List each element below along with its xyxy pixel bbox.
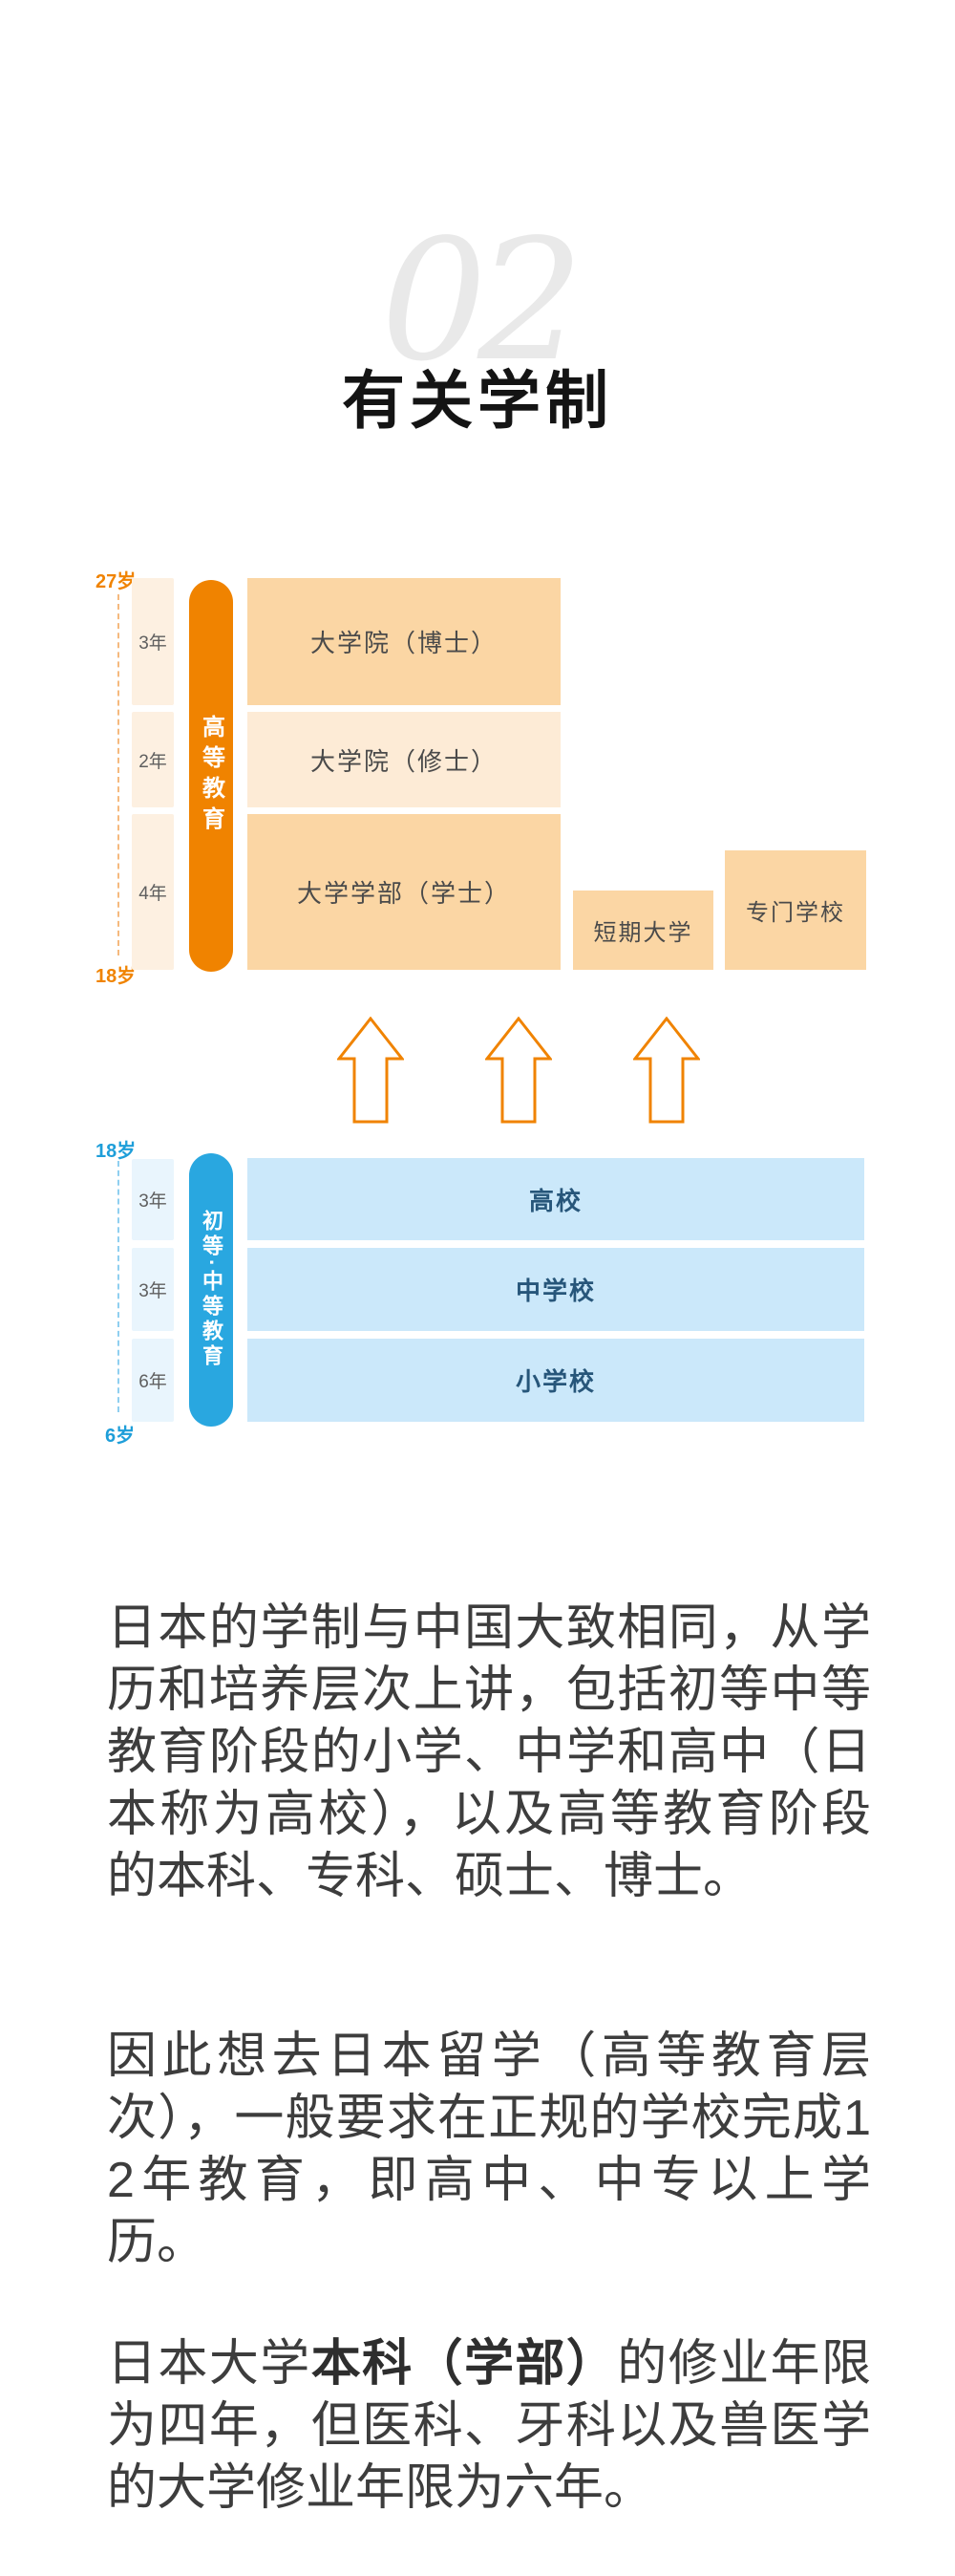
age-axis-line-lower xyxy=(117,1161,119,1412)
year-bar-2y-master: 2年 xyxy=(132,712,174,807)
lower-education-track-label: 初等·中等教育 xyxy=(189,1153,233,1427)
higher-education-track-label: 高等教育 xyxy=(189,580,233,972)
age-label-27: 27岁 xyxy=(96,571,137,592)
age-label-18-bottom: 18岁 xyxy=(96,1141,137,1162)
paragraph-overview: 日本的学制与中国大致相同，从学历和培养层次上讲，包括初等中等教育阶段的小学、中学… xyxy=(107,1600,871,1904)
level-box-bachelor: 大学学部（学士） xyxy=(247,814,561,970)
level-box-junior-college: 短期大学 xyxy=(573,891,713,970)
year-bar-3y-highschool: 3年 xyxy=(132,1159,174,1240)
level-box-middleschool: 中学校 xyxy=(247,1248,864,1331)
up-arrow-icon xyxy=(337,1017,404,1124)
paragraph-requirement: 因此想去日本留学（高等教育层次），一般要求在正规的学校完成12年教育，即高中、中… xyxy=(107,2029,871,2270)
paragraph-duration-bold: 本科（学部） xyxy=(310,2336,618,2392)
year-bar-6y-elementary: 6年 xyxy=(132,1339,174,1422)
age-label-18-top: 18岁 xyxy=(96,966,137,987)
age-axis-line-higher xyxy=(117,594,119,955)
level-box-master: 大学院（修士） xyxy=(247,712,561,807)
page-title: 有关学制 xyxy=(342,365,613,436)
up-arrow-icon xyxy=(633,1017,700,1124)
level-box-elementary: 小学校 xyxy=(247,1339,864,1422)
year-bar-4y-bachelor: 4年 xyxy=(132,814,174,970)
year-bar-3y-doctor: 3年 xyxy=(132,578,174,705)
level-box-doctor: 大学院（博士） xyxy=(247,578,561,705)
level-box-vocational-school: 专门学校 xyxy=(725,850,866,970)
paragraph-duration: 日本大学本科（学部）的修业年限为四年，但医科、牙科以及兽医学的大学修业年限为六年… xyxy=(107,2333,871,2520)
up-arrow-icon xyxy=(485,1017,552,1124)
year-bar-3y-middleschool: 3年 xyxy=(132,1248,174,1331)
paragraph-duration-pre: 日本大学 xyxy=(107,2336,311,2392)
level-box-highschool: 高校 xyxy=(247,1158,864,1240)
section-number-watermark: 02 xyxy=(380,204,584,398)
age-label-6: 6岁 xyxy=(105,1426,136,1447)
paragraph-duration-post: 的修业年限为四年，但医科、牙科以及兽医学的大学修业年限为六年。 xyxy=(107,2336,871,2516)
